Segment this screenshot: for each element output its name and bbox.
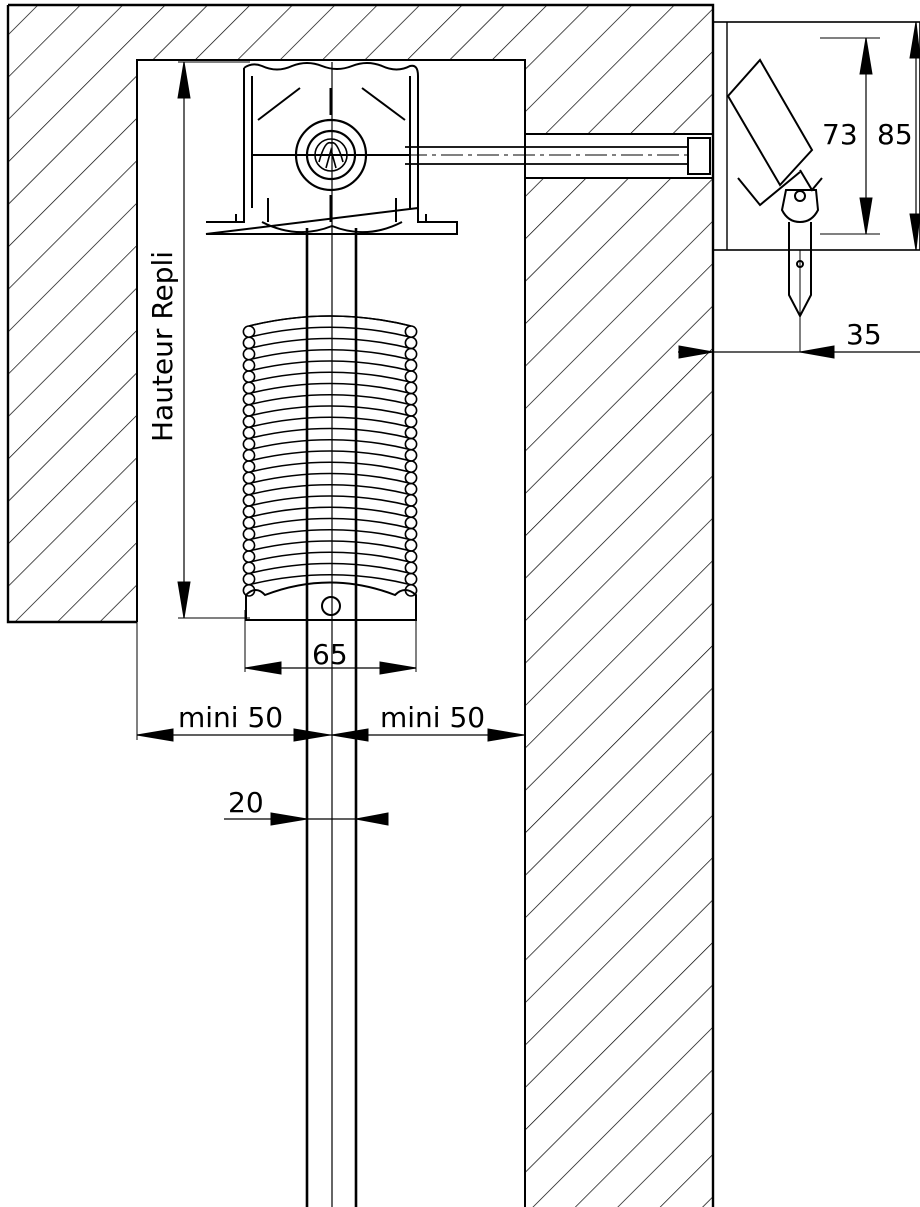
- dimension-mini-50: [136, 622, 525, 742]
- slat: [248, 439, 412, 451]
- slat: [248, 315, 412, 327]
- label-85: 85: [877, 118, 913, 151]
- slat: [248, 450, 412, 462]
- slat: [248, 562, 412, 575]
- slat: [248, 337, 412, 350]
- slat: [248, 540, 412, 552]
- slat: [248, 461, 412, 474]
- slat: [248, 360, 412, 372]
- label-65: 65: [312, 638, 348, 671]
- slat: [248, 551, 412, 564]
- slat: [248, 382, 412, 395]
- slat: [248, 349, 412, 361]
- crank-shaft: [405, 137, 711, 175]
- axle-gear-icon: [271, 88, 392, 222]
- label-20: 20: [228, 786, 264, 819]
- label-mini-50-left: mini 50: [178, 701, 283, 734]
- label-mini-50-right: mini 50: [380, 701, 485, 734]
- slat: [248, 371, 412, 384]
- label-73: 73: [822, 118, 858, 151]
- slat-stack: [242, 315, 418, 621]
- label-hauteur-repli: Hauteur Repli: [146, 251, 179, 442]
- slat: [248, 416, 412, 429]
- slat: [248, 472, 412, 485]
- slat: [248, 484, 412, 496]
- slat: [248, 529, 412, 541]
- slat: [248, 394, 412, 406]
- dimension-65: [244, 610, 417, 675]
- slat: [248, 495, 412, 507]
- slat: [248, 506, 412, 519]
- slat: [248, 405, 412, 417]
- label-35: 35: [846, 318, 882, 351]
- guide-rail: [305, 62, 358, 1207]
- dimension-35: [678, 345, 920, 359]
- masonry-wall: [6, 3, 715, 1207]
- slat: [248, 326, 412, 339]
- slat: [248, 574, 412, 586]
- dimension-20: [224, 812, 389, 826]
- slat: [248, 427, 412, 440]
- dimension-73-85: [820, 21, 920, 251]
- slat: [248, 517, 412, 530]
- dimension-hauteur-repli: [177, 61, 250, 619]
- crank-eye-handle: [712, 21, 920, 352]
